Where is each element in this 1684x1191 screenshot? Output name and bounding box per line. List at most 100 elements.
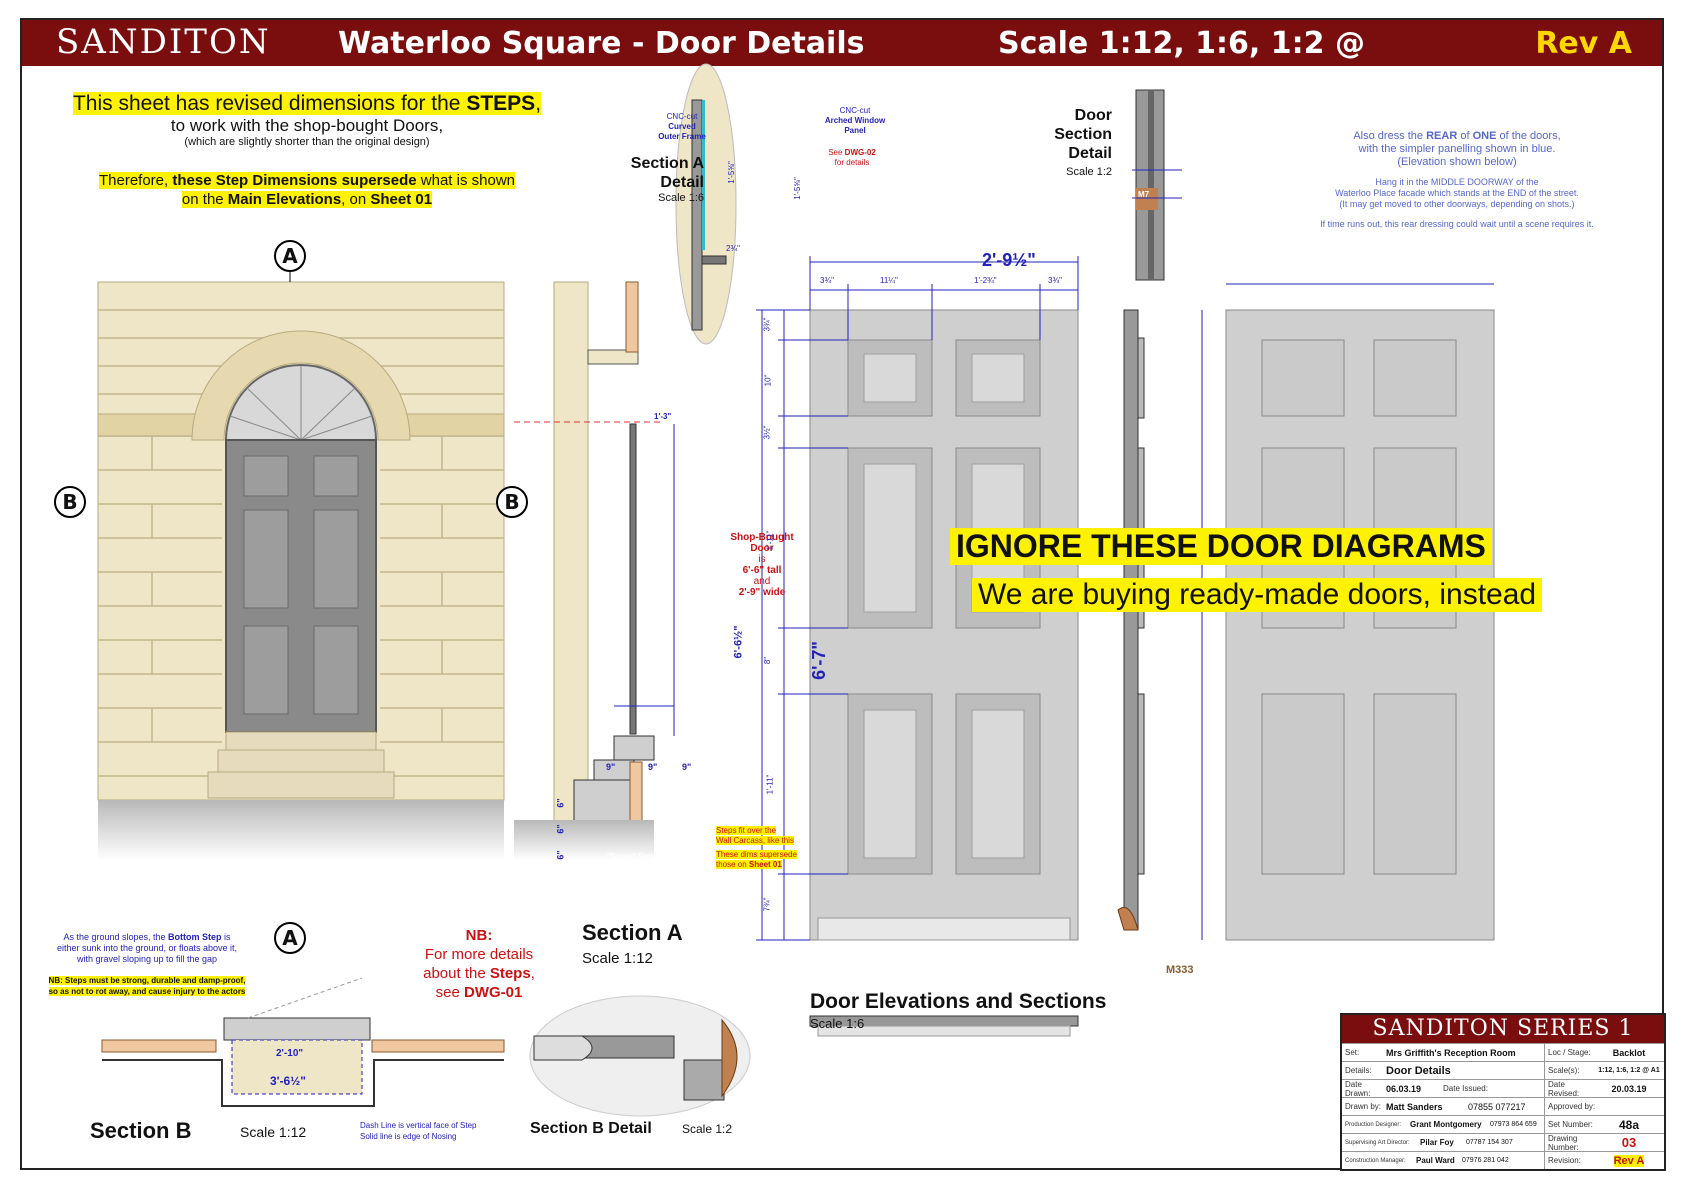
rear-bold2: ONE xyxy=(1472,130,1497,142)
shop3: is xyxy=(758,554,766,565)
door-rear-elevation xyxy=(1201,283,1495,941)
door-elevations-scale: Scale 1:6 xyxy=(810,1016,865,1031)
door-elevations-title: Door Elevations and Sections xyxy=(810,990,1107,1013)
nb-l2: about the xyxy=(423,965,490,982)
section-a-detail-title: Section A Detail xyxy=(614,154,704,192)
tb-loc-value: Backlot xyxy=(1612,1047,1646,1058)
door-plan-section xyxy=(809,1015,1079,1037)
ground-note-l3: with gravel sloping up to fill the gap xyxy=(76,954,218,964)
tb-det-value: Door Details xyxy=(1386,1064,1451,1077)
tb-setno-value: 48a xyxy=(1618,1117,1640,1132)
tb-row-set: Set: Mrs Griffith's Reception Room Loc /… xyxy=(1342,1043,1664,1061)
tb-row-details: Details: Door Details Scale(s): 1:12, 1:… xyxy=(1342,1061,1664,1079)
cnc1c: Outer Frame xyxy=(658,132,706,141)
door-section-detail-drawing xyxy=(1132,89,1182,281)
door-section-detail-title: Door Section Detail xyxy=(1042,106,1112,163)
tb-sad-value: Pilar Foy xyxy=(1420,1138,1454,1147)
door-side-section xyxy=(1117,309,1145,931)
note-line5-mid: , on xyxy=(341,191,371,208)
rear-l1-end: of the doors, xyxy=(1496,130,1561,142)
sad-dim3: 2¾" xyxy=(726,244,740,253)
gravel-label: Gravel to fill gaps xyxy=(552,874,607,881)
title-block-header: SANDITON SERIES 1 xyxy=(1342,1015,1664,1043)
tb-pd-key: Production Designer: xyxy=(1345,1121,1402,1128)
nb-l2-end: , xyxy=(530,965,535,982)
rear-l7: If time runs out, this rear dressing cou… xyxy=(1320,219,1594,229)
cnc-window-panel-label: CNC-cut Arched Window Panel xyxy=(812,106,898,136)
sb-dim1: 2'-10" xyxy=(276,1048,304,1059)
ground-slope-note: As the ground slopes, the Bottom Step is… xyxy=(40,932,254,997)
rear-l1-mid: of xyxy=(1457,130,1473,142)
rear-l5: Waterloo Place facade which stands at th… xyxy=(1335,188,1579,198)
rear-bold1: REAR xyxy=(1426,130,1458,142)
tb-cm-phone: 07976 281 042 xyxy=(1462,1157,1509,1164)
fit4: those on xyxy=(716,860,749,869)
tb-by-value: Matt Sanders xyxy=(1386,1101,1443,1112)
dsd-t2: Section xyxy=(1054,126,1112,143)
rear-l2: with the simpler panelling shown in blue… xyxy=(1358,143,1556,155)
tb-cm-key: Construction Manager: xyxy=(1345,1157,1406,1164)
cnc2c: Panel xyxy=(844,126,866,135)
section-b-plan xyxy=(101,977,505,1107)
section-b-title: Section B xyxy=(90,1118,192,1143)
note-line3: (which are slightly shorter than the ori… xyxy=(184,136,430,148)
rear-l4: Hang it in the MIDDLE DOORWAY of the xyxy=(1375,177,1539,187)
tb-drawn-key: Date Drawn: xyxy=(1345,1079,1371,1098)
note-line4: Therefore, xyxy=(98,172,173,189)
tb-sad-phone: 07787 154 307 xyxy=(1466,1139,1513,1146)
tb-row-cm: Construction Manager: Paul Ward 07976 28… xyxy=(1342,1151,1664,1169)
sb-dash: Dash Line is vertical face of Step xyxy=(360,1121,477,1130)
cnc-outer-frame-label: CNC-cut Curved Outer Frame xyxy=(652,112,712,142)
door-dim-d4: 3¾" xyxy=(1048,276,1062,285)
section-a-marker-bottom: A xyxy=(274,922,306,954)
brand-title: SANDITON xyxy=(56,22,271,62)
sad-title1: Section A xyxy=(630,155,704,172)
ground-note-l2: either sunk into the ground, or floats a… xyxy=(56,943,238,953)
section-b-marker-left: B xyxy=(54,486,86,518)
note-line4-end: what is shown xyxy=(416,172,515,189)
tb-by-phone: 07855 077217 xyxy=(1468,1101,1526,1112)
section-b-detail-title: Section B Detail xyxy=(530,1120,652,1137)
tb-rev-value: Rev A xyxy=(1613,1154,1645,1167)
sa-dim-9c: 9" xyxy=(682,762,692,772)
note-line1: This sheet has revised dimensions for th… xyxy=(72,92,467,115)
nb-l1: For more details xyxy=(424,946,534,963)
sa-dim-6a: 6" xyxy=(555,798,566,808)
section-b-marker-right: B xyxy=(496,486,528,518)
nb-label: NB: xyxy=(465,927,493,944)
sb-dim2: 3'-6½" xyxy=(270,1074,306,1088)
see-dwg02: DWG-02 xyxy=(844,148,876,157)
shop5: and xyxy=(753,576,771,587)
drawings-svg xyxy=(97,63,1495,1117)
fit3: These dims supersede xyxy=(716,850,797,859)
ground-note-bold: Bottom Step xyxy=(168,932,222,942)
fit1: Steps fit over the xyxy=(716,826,777,835)
rear-l1: Also dress the xyxy=(1353,130,1427,142)
door-dim-v7: 7¾" xyxy=(762,897,772,912)
shop4: 6'-6" tall xyxy=(742,565,782,576)
ready-made-doors-banner: We are buying ready-made doors, instead xyxy=(972,578,1543,612)
section-a-profile xyxy=(514,281,675,860)
drawing-sheet: SANDITON Waterloo Square - Door Details … xyxy=(20,18,1664,1170)
tb-loc-key: Loc / Stage: xyxy=(1544,1044,1594,1061)
sheet-scale: Scale 1:12, 1:6, 1:2 @ xyxy=(998,26,1365,61)
nb-steps-note: NB: For more details about the Steps, se… xyxy=(404,926,554,1002)
tb-drawn-value: 06.03.19 xyxy=(1386,1083,1422,1094)
shop2: Door xyxy=(750,543,774,554)
section-b-detail-scale: Scale 1:2 xyxy=(682,1122,733,1136)
tb-row-pd: Production Designer: Grant Montgomery 07… xyxy=(1342,1115,1664,1133)
cnc2b: Arched Window xyxy=(824,116,886,125)
cnc1b: Curved xyxy=(668,122,696,131)
tb-by-key: Drawn by: xyxy=(1345,1102,1382,1111)
ground-note-nb: NB: Steps must be strong, durable and da… xyxy=(48,976,246,985)
tb-dwg-value: 03 xyxy=(1621,1135,1637,1150)
tb-row-sad: Supervising Art Director: Pilar Foy 0778… xyxy=(1342,1133,1664,1152)
tb-approved-key: Approved by: xyxy=(1544,1098,1664,1115)
section-b-scale: Scale 1:12 xyxy=(240,1124,307,1140)
facade-elevation xyxy=(97,260,505,860)
section-a-detail-drawing xyxy=(675,63,737,345)
m333-label: M333 xyxy=(1166,964,1194,976)
tb-sad-key: Supervising Art Director: xyxy=(1345,1139,1410,1146)
note-main-elevations: Main Elevations xyxy=(227,191,342,208)
section-a-marker-top: A xyxy=(274,240,306,272)
